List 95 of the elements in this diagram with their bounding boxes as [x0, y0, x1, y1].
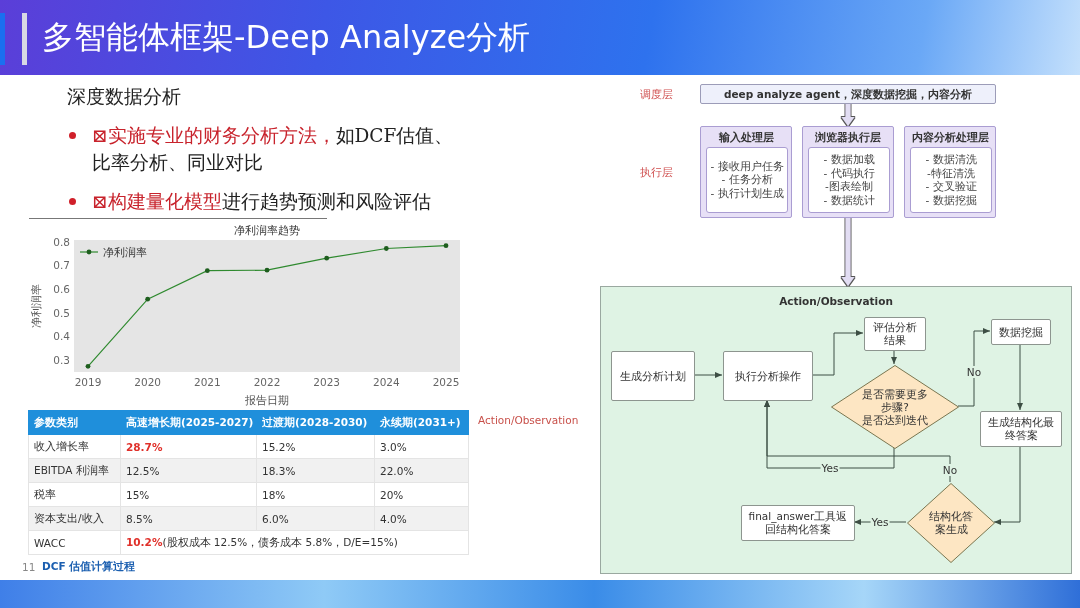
layer-label: 执行层	[640, 166, 673, 179]
axis-tick-label: 2024	[372, 376, 400, 388]
side-label: Action/Observation	[478, 414, 579, 427]
list-item: - 数据统计	[823, 193, 875, 207]
list-item: - 数据挖掘	[925, 193, 977, 207]
process-box: final_answer工具返回结构化答案	[741, 505, 855, 541]
table-cell: 6.0%	[256, 506, 375, 531]
panel-title: Action/Observation	[779, 295, 893, 308]
layer-panel	[802, 126, 894, 218]
edge-label: Yes	[870, 516, 890, 528]
arrow	[957, 328, 991, 407]
decision-diamond	[907, 483, 995, 563]
axis-tick-label: 2021	[193, 376, 221, 388]
layer-title: 浏览器执行层	[815, 131, 881, 144]
layer-title: 内容分析处理层	[911, 131, 989, 144]
block-arrow	[841, 104, 855, 126]
block-arrow	[841, 218, 855, 286]
layer-title: 输入处理层	[718, 131, 774, 144]
list-item: - 交叉验证	[925, 180, 977, 194]
bullet-text: ⊠实施专业的财务分析方法，如DCF估值、比率分析、同业对比	[92, 124, 455, 175]
decision-diamond	[831, 365, 959, 449]
list-item: - 代码执行	[823, 166, 875, 180]
axis-tick-label: 2019	[74, 376, 102, 388]
page-number: 11	[22, 561, 36, 574]
legend-label: 净利润率	[103, 245, 147, 258]
axis-tick-label: 0.8	[53, 235, 70, 248]
list-box	[808, 147, 890, 213]
axis-tick-label: 0.4	[53, 330, 70, 343]
arrow	[1017, 343, 1023, 411]
process-box: 生成分析计划	[611, 351, 695, 401]
edge-label: Yes	[820, 462, 840, 474]
arrow	[891, 349, 897, 365]
table-cell: 4.0%	[374, 506, 469, 531]
slide-title: 多智能体框架-Deep Analyze分析	[42, 17, 531, 57]
table-cell: 税率	[28, 482, 121, 507]
process-box: 评估分析结果	[864, 317, 926, 351]
list-item: -特征清洗	[927, 166, 975, 180]
table-cell: 28.7%	[120, 434, 257, 459]
bullet-text: ⊠构建量化模型进行趋势预测和风险评估	[92, 190, 432, 214]
arrow	[811, 330, 864, 376]
process-box: 数据挖掘	[991, 319, 1051, 345]
table-cell: 18%	[256, 482, 375, 507]
column-header: 高速增长期(2025-2027)	[120, 410, 257, 435]
decision-text: 结构化答案生成	[929, 510, 973, 536]
edge-label: No	[941, 464, 959, 476]
process-box: 执行分析操作	[723, 351, 813, 401]
table-cell: 8.5%	[120, 506, 257, 531]
agent-bar: deep analyze agent，深度数据挖掘，内容分析	[700, 84, 996, 104]
section-heading: 深度数据分析	[67, 84, 181, 108]
table-cell: EBITDA 利润率	[28, 458, 121, 483]
table-cell: 20%	[374, 482, 469, 507]
axis-tick-label: 0.7	[53, 259, 70, 272]
list-item: - 数据清洗	[925, 153, 977, 167]
arrow	[693, 372, 723, 378]
column-header: 参数类别	[28, 410, 121, 435]
axis-tick-label: 2023	[313, 376, 341, 388]
layer-panel	[700, 126, 792, 218]
list-item: -图表绘制	[825, 180, 873, 194]
axis-tick-label: 2025	[432, 376, 460, 388]
axis-tick-label: 2022	[253, 376, 281, 388]
list-item: - 执行计划生成	[710, 186, 784, 201]
column-header: 过渡期(2028-2030)	[256, 410, 375, 435]
table-cell: 资本支出/收入	[28, 506, 121, 531]
layer-panel	[904, 126, 996, 218]
table-caption: DCF 估值计算过程	[42, 560, 136, 573]
table-cell: 15.2%	[256, 434, 375, 459]
flow-panel	[600, 286, 1072, 574]
column-header: 永续期(2031+)	[374, 410, 469, 435]
list-box	[706, 147, 788, 213]
list-item: - 任务分析	[721, 173, 773, 187]
axis-title: 报告日期	[245, 394, 289, 406]
edge-label: No	[965, 366, 983, 378]
table-cell: 22.0%	[374, 458, 469, 483]
chart-title: 净利润率趋势	[234, 224, 300, 236]
arrow	[993, 445, 1021, 525]
decision-text: 是否需要更多步骤?	[862, 387, 928, 414]
arrow	[764, 399, 951, 483]
table-cell: 10.2%(股权成本 12.5%，债务成本 5.8%，D/E=15%)	[120, 530, 469, 555]
list-box	[910, 147, 992, 213]
list-item: - 数据加载	[823, 153, 875, 167]
decision-text: 是否达到迭代	[862, 413, 928, 427]
table-cell: WACC	[28, 530, 121, 555]
table-cell: 15%	[120, 482, 257, 507]
table-cell: 3.0%	[374, 434, 469, 459]
axis-tick-label: 0.5	[53, 306, 70, 319]
axis-title: 净利润率	[30, 284, 42, 328]
axis-tick-label: 0.3	[53, 353, 70, 366]
table-cell: 18.3%	[256, 458, 375, 483]
axis-tick-label: 0.6	[53, 283, 70, 295]
table-cell: 收入增长率	[28, 434, 121, 459]
axis-tick-label: 2020	[134, 376, 162, 388]
process-box: 生成结构化最终答案	[980, 411, 1062, 447]
table-cell: 12.5%	[120, 458, 257, 483]
list-item: - 接收用户任务	[710, 159, 784, 174]
layer-label: 调度层	[640, 88, 673, 101]
